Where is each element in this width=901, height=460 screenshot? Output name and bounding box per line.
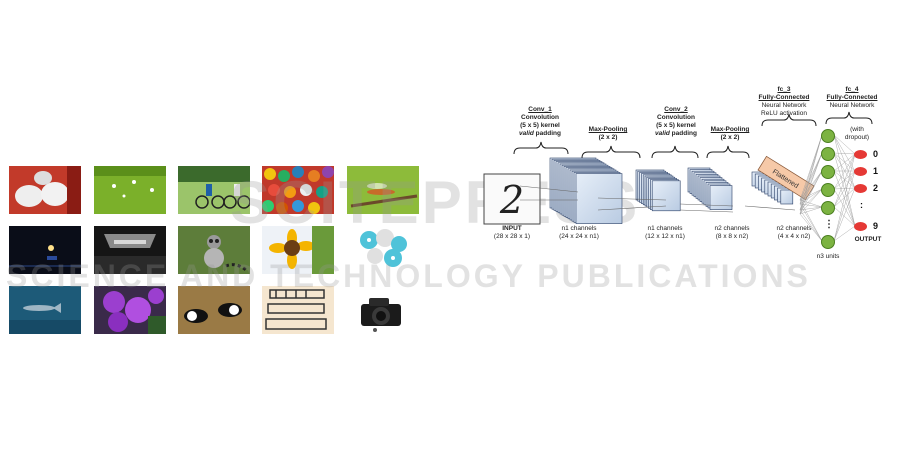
fc4-edge [833,170,856,227]
fc3-edge [799,206,823,211]
layer-input-caption: INPUT (28 x 28 x 1) [493,225,531,241]
thumb-chickens [9,166,81,214]
stack4-map [780,189,794,205]
fc3-edge [799,206,823,215]
thumb-wire-racks [262,286,334,334]
fc3-node-1 [821,129,835,143]
stack3-map [709,185,733,210]
fc4-edge [833,170,856,189]
thumb-cyclists [178,166,250,214]
feature-map-stack-3 [687,167,733,210]
thumb-buttons [347,226,419,274]
layer-1-caption: n1 channels (24 x 24 x n1) [559,225,599,241]
dropout-label: (with dropout) [844,126,870,142]
fc4-edge [833,188,856,227]
thumb-dark-room [94,226,166,274]
fc3-node-3 [821,165,835,179]
fc4-edge [833,152,856,155]
fc4-edge [833,206,856,227]
stage-braces [513,111,873,159]
output-ellipsis: : [860,200,863,210]
stage-pool1-caption: Max-Pooling (2 x 2) [588,126,628,142]
fc3-edge [799,134,823,201]
output-caption: OUTPUT [854,236,882,243]
fc3-ellipsis: ⋮ [824,219,834,230]
projection-lines [519,185,796,213]
output-label-2: 2 [873,183,879,193]
output-node-9 [854,222,867,231]
fc4-edge [833,152,856,189]
fc3-edge [799,134,823,215]
stack2-map [651,180,681,212]
fc3-edge [799,170,823,211]
thumb-lemur [178,226,250,274]
watermark-line-2: SCIENCE AND TECHNOLOGY PUBLICATIONS [6,258,811,294]
fc3-edge [799,170,823,205]
feature-map-stack-4 [751,171,794,205]
fc3-edge [799,203,823,242]
output-node-1 [854,167,867,176]
thumb-shark [9,286,81,334]
output-node-2 [854,184,867,193]
input-digit: 2 [499,178,524,222]
fc3-node-5 [821,201,835,215]
layer-2-caption: n1 channels (12 x 12 x n1) [645,225,685,241]
stage-conv2-caption: Conv_2 Convolution (5 x 5) kernel valid … [655,106,697,138]
thumb-camera [347,286,419,334]
fc4-edge [833,187,856,242]
thumb-candy-balls [262,166,334,214]
fc4-edge [833,187,856,190]
fc3-edge [799,152,823,211]
fc3-edge [799,199,823,242]
fc3-edge [799,188,823,205]
thumb-dragonfly [347,166,419,214]
fc4-edge [833,153,856,172]
layer-3-caption: n2 channels (8 x 8 x n2) [714,225,750,241]
fc4-edge [833,153,856,242]
thumb-dark-stage [9,226,81,274]
fc4-edge [833,134,856,172]
output-label-0: 0 [873,149,879,159]
fc3-edge [799,152,823,201]
fc3-edge [799,199,823,208]
fc4-edge [833,153,856,190]
fc3-edge [799,170,823,201]
fc3-node-6 [821,235,835,249]
hidden-units-label: n3 units [816,253,840,260]
output-label-9: 9 [873,221,879,231]
output-node-0 [854,150,867,159]
input-image-box [483,173,541,225]
fc4-edge [833,225,856,242]
fc-connections [799,134,856,242]
fc3-edge [799,134,823,205]
fc4-edge [833,134,856,189]
layer-4-caption: n2 channels (4 x 4 x n2) [776,225,812,241]
fc3-edge [799,213,823,242]
fc3-node-4 [821,183,835,197]
fc4-edge [833,152,856,227]
feature-map-stack-2 [635,169,681,212]
fc3-node-2 [821,147,835,161]
fc4-edge [833,134,856,155]
thumb-grass-field [94,166,166,214]
fc3-edge [799,152,823,205]
thumb-dogs [178,286,250,334]
fc3-edge [799,203,823,208]
output-label-1: 1 [873,166,879,176]
fc4-edge [833,170,856,242]
thumb-sunflower [262,226,334,274]
fc3-edge [799,188,823,201]
stage-pool2-caption: Max-Pooling (2 x 2) [710,126,750,142]
stage-fc3-caption: fc_3 Fully-Connected Neural Network ReLU… [758,86,810,118]
fc4-edge [833,170,856,208]
stage-fc4-caption: fc_4 Fully-Connected Neural Network [826,86,878,110]
feature-map-stack-1 [549,157,623,224]
fc4-edge [833,153,856,208]
stage-conv1-caption: Conv_1 Convolution (5 x 5) kernel valid … [519,106,561,138]
fc3-edge [799,209,823,242]
thumb-purple-flowers [94,286,166,334]
